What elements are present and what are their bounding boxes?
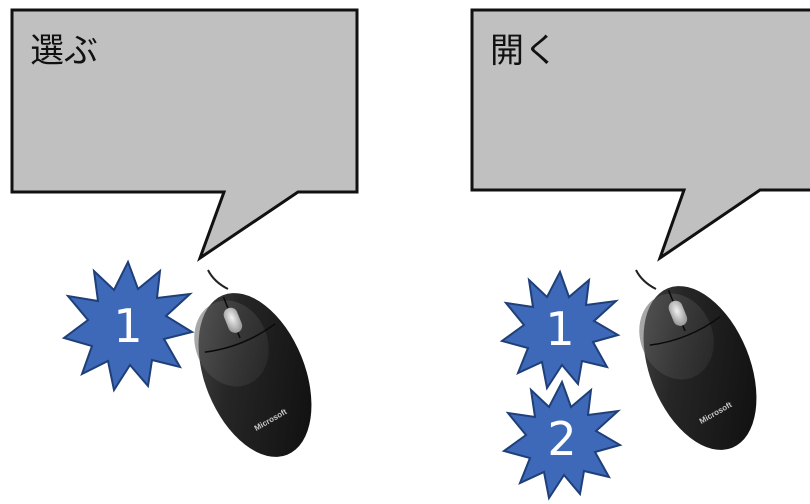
mouse-cable <box>208 270 228 289</box>
click-burst: 2 <box>504 382 620 498</box>
click-number: 1 <box>113 299 142 353</box>
panel-open: 開く Microsoft 1 2 <box>472 10 810 498</box>
callout-label-select: 選ぶ <box>30 31 98 71</box>
mouse-cable <box>636 270 656 289</box>
callout-label-open: 開く <box>490 31 558 71</box>
panel-select: 選ぶ Microsoft 1 <box>12 10 357 473</box>
click-burst: 1 <box>502 272 618 388</box>
click-burst: 1 <box>64 262 192 390</box>
click-number: 1 <box>545 302 574 356</box>
mouse-icon: Microsoft <box>176 277 333 474</box>
click-number: 2 <box>547 412 576 466</box>
mouse-icon: Microsoft <box>621 270 778 467</box>
